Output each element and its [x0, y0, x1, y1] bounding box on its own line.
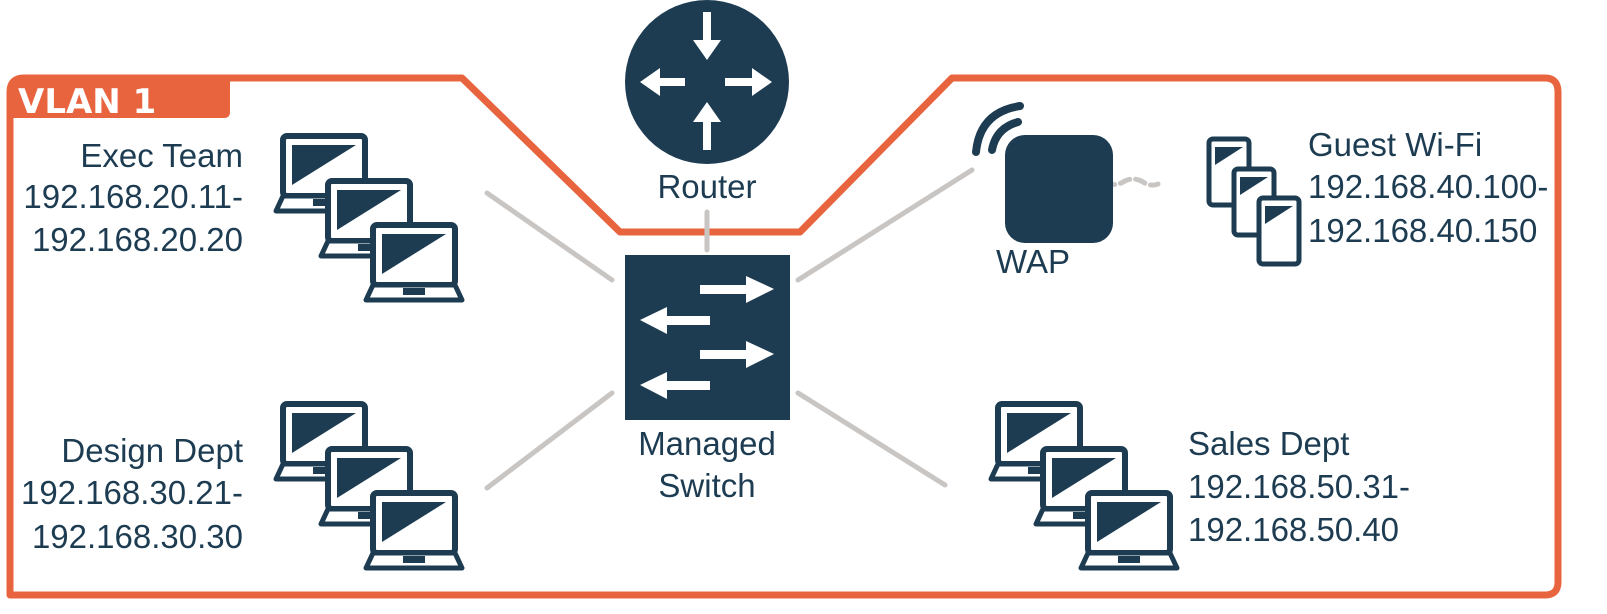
switch-label-line1: Managed	[638, 425, 776, 462]
vlan-label: VLAN 1	[18, 82, 156, 122]
router-icon[interactable]	[625, 0, 789, 164]
wap-label: WAP	[996, 243, 1070, 280]
wireless-link	[1102, 176, 1161, 188]
exec-range-start: 192.168.20.11-	[23, 178, 243, 215]
guest-range-start: 192.168.40.100-	[1308, 168, 1548, 205]
sales-laptops[interactable]	[991, 404, 1177, 568]
phone-icon	[1259, 198, 1299, 264]
link-sales-switch	[795, 390, 948, 488]
link-wap-switch	[795, 167, 975, 283]
exec-name: Exec Team	[80, 137, 243, 174]
design-range-start: 192.168.30.21-	[21, 474, 243, 511]
sales-range-start: 192.168.50.31-	[1188, 468, 1410, 505]
design-name: Design Dept	[61, 432, 243, 469]
design-range-end: 192.168.30.30	[32, 518, 243, 555]
link-exec-switch	[484, 190, 615, 283]
link-design-switch	[484, 390, 615, 491]
guest-range-end: 192.168.40.150	[1308, 212, 1537, 249]
guest-name: Guest Wi-Fi	[1308, 126, 1482, 163]
design-laptops[interactable]	[276, 404, 462, 568]
vlan-tag	[10, 78, 230, 118]
laptop-icon	[1081, 493, 1177, 568]
laptop-icon	[366, 225, 462, 300]
sales-name: Sales Dept	[1188, 425, 1349, 462]
guest-phones[interactable]	[1209, 139, 1299, 264]
router-label: Router	[657, 168, 756, 205]
sales-range-end: 192.168.50.40	[1188, 511, 1399, 548]
switch-label-line2: Switch	[658, 467, 755, 504]
exec-range-end: 192.168.20.20	[32, 221, 243, 258]
exec-laptops[interactable]	[276, 136, 462, 300]
switch-icon[interactable]	[625, 255, 790, 420]
laptop-icon	[366, 493, 462, 568]
wireless-access-point-icon[interactable]	[972, 102, 1113, 243]
